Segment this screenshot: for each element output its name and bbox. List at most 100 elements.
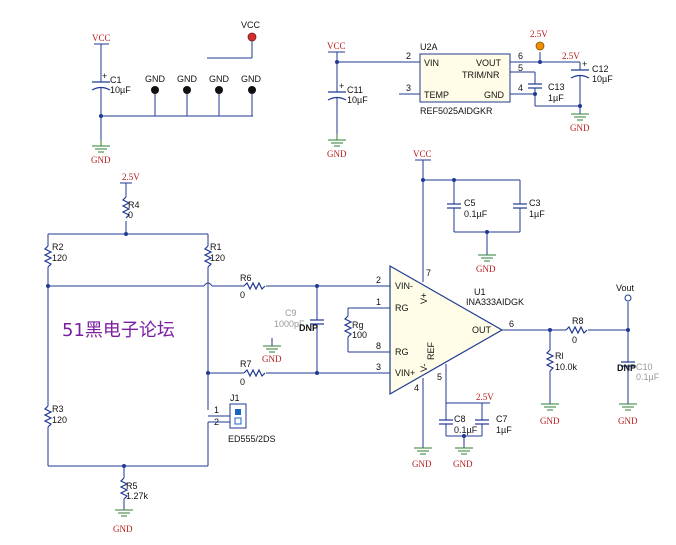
u1-ref: U1 xyxy=(474,287,486,297)
gnd-connector-3: GND xyxy=(209,74,230,116)
svg-text:R1: R1 xyxy=(210,242,222,252)
vcc-label-c1: VCC xyxy=(92,33,111,43)
svg-text:0: 0 xyxy=(240,377,245,387)
svg-text:GND: GND xyxy=(327,149,347,159)
svg-text:0.1µF: 0.1µF xyxy=(464,209,488,219)
gnd-connector-2: GND xyxy=(177,74,198,116)
svg-text:C12: C12 xyxy=(592,64,609,74)
vout-testpoint xyxy=(624,294,632,302)
svg-text:VIN+: VIN+ xyxy=(395,368,415,378)
svg-text:8: 8 xyxy=(376,341,381,351)
svg-text:1µF: 1µF xyxy=(496,425,512,435)
svg-text:+: + xyxy=(582,59,587,69)
svg-text:0: 0 xyxy=(572,335,577,345)
svg-text:VOUT: VOUT xyxy=(476,58,502,68)
svg-text:REF: REF xyxy=(426,341,436,360)
svg-text:DNP: DNP xyxy=(617,363,636,373)
svg-text:C8: C8 xyxy=(454,414,466,424)
svg-text:0: 0 xyxy=(128,210,133,220)
u1-body xyxy=(389,264,504,396)
ref-connector xyxy=(535,41,545,51)
svg-text:VCC: VCC xyxy=(241,20,261,30)
svg-text:RG: RG xyxy=(395,303,409,313)
svg-text:GND: GND xyxy=(540,416,560,426)
svg-text:R8: R8 xyxy=(572,316,584,326)
svg-text:2.5V: 2.5V xyxy=(530,29,548,39)
gnd-connector-1: GND xyxy=(145,74,166,116)
vcc-connector: VCC xyxy=(207,20,261,59)
svg-text:GND: GND xyxy=(618,416,638,426)
svg-text:1000pF: 1000pF xyxy=(274,319,305,329)
svg-text:C3: C3 xyxy=(529,198,541,208)
svg-text:+: + xyxy=(102,71,107,81)
svg-text:C10: C10 xyxy=(636,362,653,372)
svg-text:J1: J1 xyxy=(230,393,240,403)
svg-text:GND: GND xyxy=(412,459,432,469)
svg-text:4: 4 xyxy=(414,383,419,393)
u1-part: INA333AIDGK xyxy=(466,297,524,307)
gnd-label-c1: GND xyxy=(91,155,111,165)
svg-text:R7: R7 xyxy=(240,359,252,369)
u2a-ref: U2A xyxy=(420,42,438,52)
c1-ref: C1 xyxy=(110,75,122,85)
svg-text:2.5V: 2.5V xyxy=(476,392,494,402)
bridge-network: 2.5V R4 0 R2 120 R1 120 R3 120 xyxy=(43,172,276,534)
svg-text:1.27k: 1.27k xyxy=(126,491,149,501)
svg-text:GND: GND xyxy=(209,74,230,84)
svg-text:120: 120 xyxy=(210,253,225,263)
svg-text:1: 1 xyxy=(214,405,219,415)
svg-text:GND: GND xyxy=(453,459,473,469)
vcc-label-u1: VCC xyxy=(413,149,432,159)
svg-text:OUT: OUT xyxy=(472,325,492,335)
svg-text:10.0k: 10.0k xyxy=(555,362,578,372)
svg-text:2.5V: 2.5V xyxy=(562,51,580,61)
svg-text:Rl: Rl xyxy=(555,351,564,361)
svg-text:R2: R2 xyxy=(52,242,64,252)
svg-text:RG: RG xyxy=(395,347,409,357)
svg-text:5: 5 xyxy=(518,63,523,73)
svg-text:R3: R3 xyxy=(52,404,64,414)
svg-text:6: 6 xyxy=(518,51,523,61)
svg-text:V-: V- xyxy=(419,363,429,372)
svg-text:100: 100 xyxy=(352,330,367,340)
svg-text:4: 4 xyxy=(518,83,523,93)
svg-text:GND: GND xyxy=(113,524,133,534)
svg-text:Rg: Rg xyxy=(352,320,364,330)
input-network: R6 0 R7 0 C9 1000pF DNP GND Rg 100 2 1 8 xyxy=(208,273,390,387)
svg-text:R6: R6 xyxy=(240,273,252,283)
svg-text:120: 120 xyxy=(52,415,67,425)
svg-text:1µF: 1µF xyxy=(548,93,564,103)
svg-text:10µF: 10µF xyxy=(592,74,613,84)
svg-text:R5: R5 xyxy=(126,481,138,491)
svg-text:C13: C13 xyxy=(548,82,565,92)
vout-label: Vout xyxy=(616,283,635,293)
svg-text:C7: C7 xyxy=(496,414,508,424)
svg-text:7: 7 xyxy=(426,268,431,278)
u1-instrumentation-amp: VIN- RG RG VIN+ OUT REF V+ V- U1 INA333A… xyxy=(389,149,545,469)
output-network: 6 R8 0 Vout Rl 10.0k GND C10 0.1µF DNP G… xyxy=(502,283,660,426)
svg-text:TEMP: TEMP xyxy=(424,90,449,100)
svg-text:3: 3 xyxy=(406,83,411,93)
svg-text:DNP: DNP xyxy=(299,323,318,333)
svg-text:GND: GND xyxy=(262,354,282,364)
svg-text:GND: GND xyxy=(145,74,166,84)
u2a-part: REF5025AIDGKR xyxy=(420,106,493,116)
svg-text:GND: GND xyxy=(177,74,198,84)
svg-text:0: 0 xyxy=(240,290,245,300)
svg-text:1µF: 1µF xyxy=(529,209,545,219)
vcc-label-c11: VCC xyxy=(327,41,346,51)
svg-text:120: 120 xyxy=(52,253,67,263)
svg-text:ED555/2DS: ED555/2DS xyxy=(228,434,276,444)
svg-text:0.1µF: 0.1µF xyxy=(454,425,478,435)
svg-text:V+: V+ xyxy=(419,293,429,304)
c11-ref: C11 xyxy=(347,85,363,95)
svg-text:5: 5 xyxy=(437,372,442,382)
svg-text:1: 1 xyxy=(376,297,381,307)
svg-text:GND: GND xyxy=(476,264,496,274)
gnd-connector-4: GND xyxy=(241,74,262,116)
svg-text:VIN: VIN xyxy=(424,58,439,68)
svg-text:6: 6 xyxy=(509,319,514,329)
c11-value: 10µF xyxy=(347,95,368,105)
svg-text:GND: GND xyxy=(241,74,262,84)
